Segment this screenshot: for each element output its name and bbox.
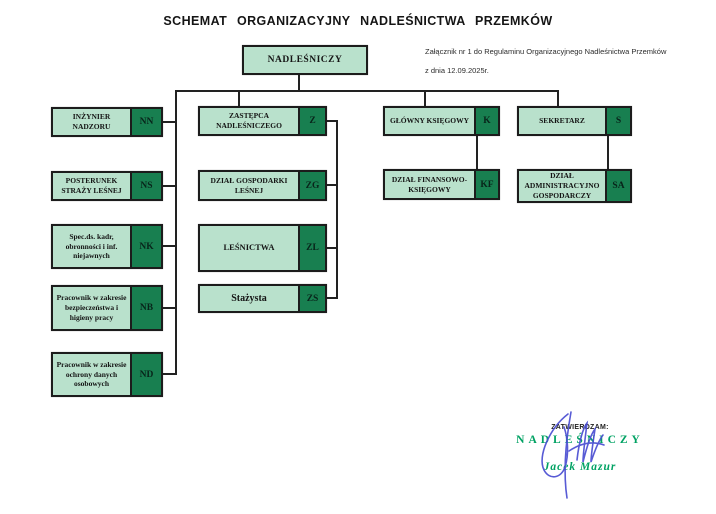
approval-role: NADLEŚNICZY (516, 434, 644, 446)
org-box-nd: Pracownik w zakresie ochrony danych osob… (51, 352, 163, 397)
org-box-k: GŁÓWNY KSIĘGOWY K (383, 106, 500, 136)
org-box-sa: DZIAŁ ADMINISTRACYJNO GOSPODARCZY SA (517, 169, 632, 203)
org-box-nn-code: NN (130, 109, 161, 135)
approval-stamp-label: ZATWIERDZAM: (551, 424, 609, 431)
org-box-sa-label: DZIAŁ ADMINISTRACYJNO GOSPODARCZY (524, 171, 600, 200)
org-box-nk-label: Spec.ds. kadr, obronności i inf. niejawn… (65, 231, 118, 261)
connector-stub-nn (163, 121, 177, 123)
org-box-zg-label: DZIAŁ GOSPODARKI LEŚNEJ (210, 175, 288, 195)
approval-block: ZATWIERDZAM: NADLEŚNICZY Jacek Mazur (510, 424, 650, 473)
org-box-s-code: S (605, 108, 630, 134)
org-box-zs-label: Stażysta (231, 293, 267, 304)
connector-stub-nd (163, 373, 177, 375)
org-box-nd-code: ND (130, 354, 161, 395)
org-box-sa-code: SA (605, 171, 630, 201)
org-box-s-label: SEKRETARZ (539, 116, 585, 126)
org-box-ns-code: NS (130, 173, 161, 199)
org-box-zg: DZIAŁ GOSPODARKI LEŚNEJ ZG (198, 170, 327, 201)
org-box-zl-code: ZL (298, 226, 325, 270)
connector-drop-s (557, 90, 559, 107)
connector-stub-ns (163, 185, 177, 187)
connector-stub-zl (326, 247, 338, 249)
org-box-z-label: ZASTĘPCA NADLEŚNICZEGO (216, 111, 282, 130)
org-box-z-code: Z (298, 108, 325, 134)
org-box-s: SEKRETARZ S (517, 106, 632, 136)
connector-root-drop (298, 74, 300, 91)
org-box-nn-label: INŻYNIER NADZORU (72, 112, 111, 131)
org-box-nd-label: Pracownik w zakresie ochrony danych osob… (56, 359, 127, 389)
connector-stub-zg (326, 184, 338, 186)
org-box-zs: Stażysta ZS (198, 284, 327, 313)
org-box-nb-code: NB (130, 287, 161, 329)
attachment-note: Załącznik nr 1 do Regulaminu Organizacyj… (425, 48, 705, 74)
org-box-kf-label: DZIAŁ FINANSOWO-KSIĘGOWY (391, 174, 468, 194)
connector-stub-nb (163, 307, 177, 309)
org-box-k-code: K (474, 108, 498, 134)
connector-drop-k (424, 90, 426, 107)
org-box-zl: LEŚNICTWA ZL (198, 224, 327, 272)
org-box-nk: Spec.ds. kadr, obronności i inf. niejawn… (51, 224, 163, 269)
org-box-nadlesniczy-label: NADLEŚNICZY (267, 54, 343, 65)
attachment-note-line1: Załącznik nr 1 do Regulaminu Organizacyj… (425, 47, 667, 56)
attachment-note-line2: z dnia 12.09.2025r. (425, 65, 489, 75)
connector-stub-nk (163, 245, 177, 247)
connector-stub-zs (326, 297, 338, 299)
org-box-zl-label: LEŚNICTWA (223, 242, 275, 253)
org-box-zs-code: ZS (298, 286, 325, 311)
connector-left-bus (175, 90, 177, 375)
org-box-ns: POSTERUNEK STRAŻY LEŚNEJ NS (51, 171, 163, 201)
org-box-z: ZASTĘPCA NADLEŚNICZEGO Z (198, 106, 327, 136)
org-box-nb-label: Pracownik w zakresie bezpieczeństwa i hi… (56, 293, 127, 322)
org-box-zg-code: ZG (298, 172, 325, 199)
connector-k-kf (476, 136, 478, 169)
connector-mid-bus (336, 120, 338, 299)
org-box-nn: INŻYNIER NADZORU NN (51, 107, 163, 137)
org-box-nk-code: NK (130, 226, 161, 267)
connector-top-bus (175, 90, 559, 92)
connector-s-sa (607, 136, 609, 169)
approval-signer-name: Jacek Mazur (543, 461, 617, 473)
org-box-nb: Pracownik w zakresie bezpieczeństwa i hi… (51, 285, 163, 331)
org-box-kf: DZIAŁ FINANSOWO-KSIĘGOWY KF (383, 169, 500, 200)
org-box-k-label: GŁÓWNY KSIĘGOWY (389, 116, 470, 126)
org-box-nadlesniczy: NADLEŚNICZY (242, 45, 368, 75)
org-box-ns-label: POSTERUNEK STRAŻY LEŚNEJ (61, 176, 122, 195)
org-box-kf-code: KF (474, 171, 498, 198)
connector-stub-z-out (326, 120, 338, 122)
page-title: SCHEMAT ORGANIZACYJNY NADLEŚNICTWA PRZEM… (163, 14, 553, 28)
connector-drop-z (238, 90, 240, 107)
